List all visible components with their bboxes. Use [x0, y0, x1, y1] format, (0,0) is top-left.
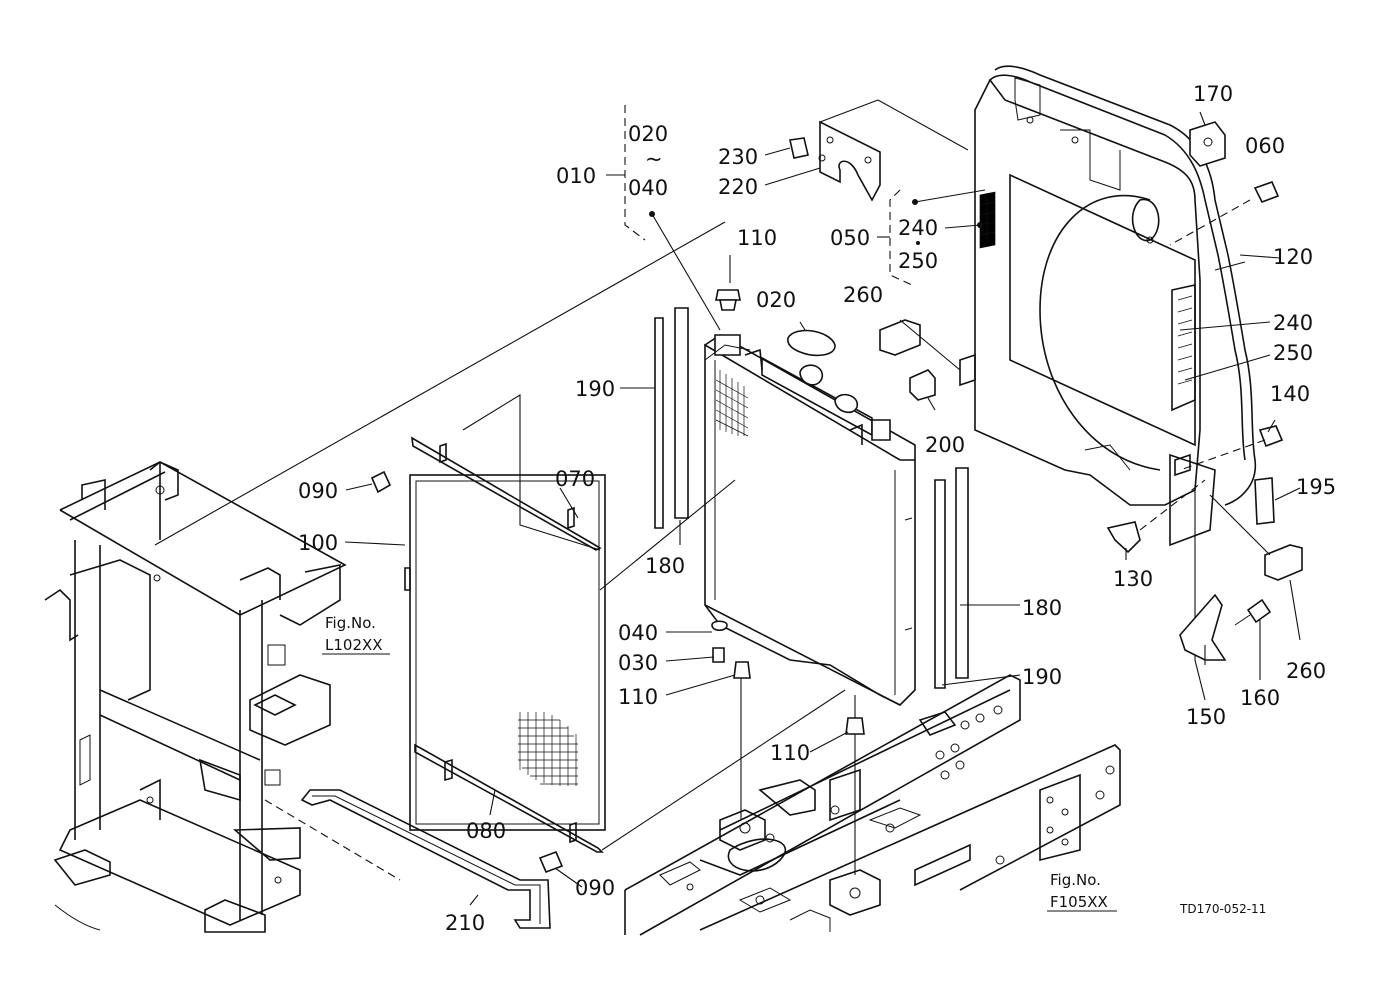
label-250-top: 250: [898, 249, 938, 273]
label-100: 100: [298, 531, 338, 555]
label-230: 230: [718, 145, 758, 169]
label-195: 195: [1296, 475, 1336, 499]
label-tilde: ~: [645, 147, 663, 171]
label-160: 160: [1240, 686, 1280, 710]
frame-holes: [686, 705, 1115, 905]
label-080: 080: [466, 819, 506, 843]
label-210: 210: [445, 911, 485, 935]
screen-mesh: [518, 712, 578, 786]
label-190-left: 190: [575, 377, 615, 401]
label-020-range: 020: [628, 122, 668, 146]
label-220: 220: [718, 175, 758, 199]
part-labels: 010 020 ~ 040 230 220 110 020 050 240 25…: [298, 82, 1336, 935]
label-060: 060: [1245, 134, 1285, 158]
right-small-parts-drawing: [879, 121, 1303, 661]
radiator-core-mesh: [715, 370, 749, 437]
label-050: 050: [830, 226, 870, 250]
label-030: 030: [618, 651, 658, 675]
label-240-top: 240: [898, 216, 938, 240]
label-040: 040: [618, 621, 658, 645]
label-090-top: 090: [298, 479, 338, 503]
label-260-bottom: 260: [1286, 659, 1326, 683]
label-010: 010: [556, 164, 596, 188]
label-200: 200: [925, 433, 965, 457]
label-110-top: 110: [737, 226, 777, 250]
label-180-right: 180: [1022, 596, 1062, 620]
label-090-bottom: 090: [575, 876, 615, 900]
label-040-range: 040: [628, 176, 668, 200]
drawing-code: TD170-052-11: [1179, 902, 1266, 916]
bracket-220-drawing: [818, 99, 969, 202]
fig-ref-left-title: Fig.No.: [325, 614, 376, 632]
label-120: 120: [1273, 245, 1313, 269]
shroud-left-mesh: [979, 191, 996, 249]
fig-ref-right-code: F105XX: [1050, 893, 1108, 911]
label-260-top: 260: [843, 283, 883, 307]
label-170: 170: [1193, 82, 1233, 106]
label-240-right: 240: [1273, 311, 1313, 335]
label-140: 140: [1270, 382, 1310, 406]
label-190-right: 190: [1022, 665, 1062, 689]
radiator-drawing: [704, 329, 916, 875]
shroud-right-mesh: [1177, 295, 1193, 385]
label-110-mid: 110: [618, 685, 658, 709]
left-frame-drawing: [44, 461, 401, 933]
screen-100-drawing: [404, 394, 606, 853]
fig-ref-left-code: L102XX: [325, 636, 383, 654]
label-150: 150: [1186, 705, 1226, 729]
figure-reference-left: Fig.No. L102XX: [322, 614, 390, 655]
label-110-bottom: 110: [770, 741, 810, 765]
hose-210-drawing: [300, 789, 551, 929]
label-070: 070: [555, 467, 595, 491]
right-frame-drawing: [624, 674, 1121, 936]
label-250-right: 250: [1273, 341, 1313, 365]
figure-reference-right: Fig.No. F105XX: [1047, 871, 1117, 912]
label-180-left: 180: [645, 554, 685, 578]
label-130: 130: [1113, 567, 1153, 591]
fig-ref-right-title: Fig.No.: [1050, 871, 1101, 889]
leader-lines: [154, 105, 1301, 906]
label-020: 020: [756, 288, 796, 312]
shroud-drawing: [959, 65, 1257, 701]
